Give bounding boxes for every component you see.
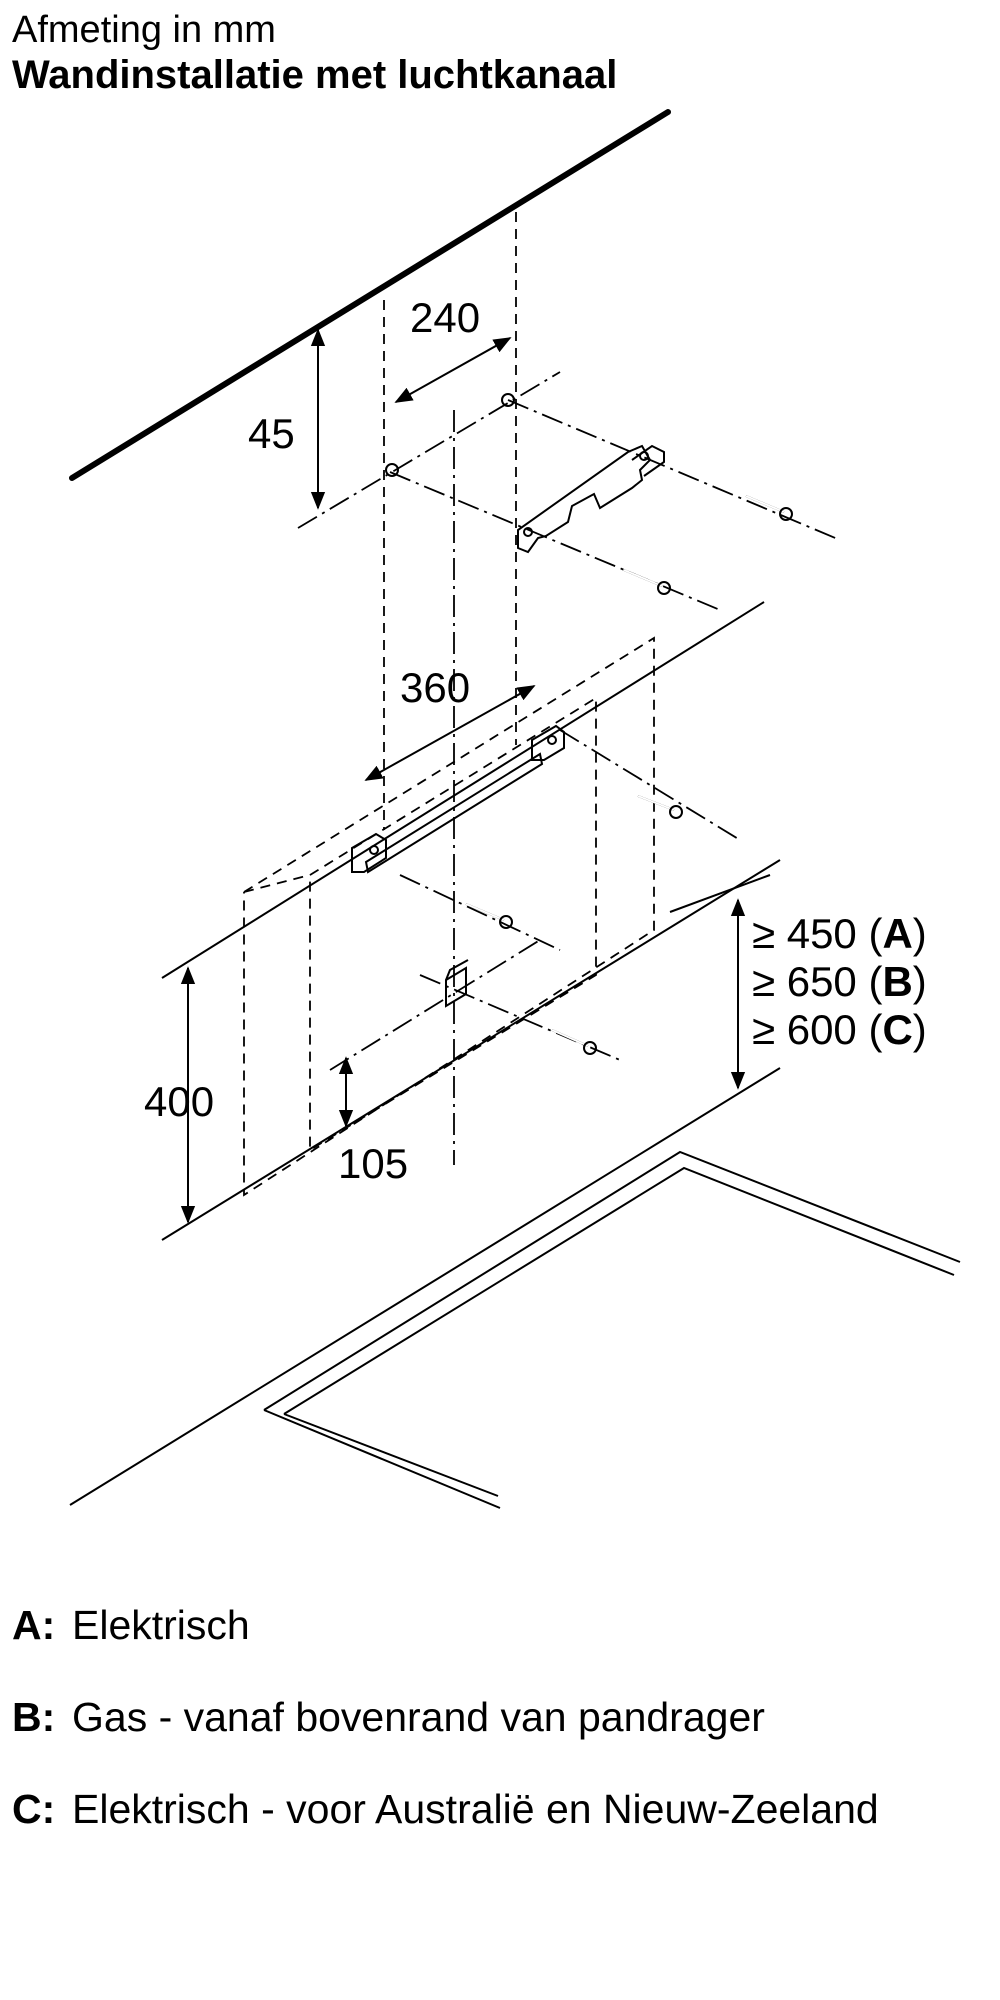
legend-letter: C:	[12, 1786, 56, 1832]
dimension-360-label: 360	[400, 664, 470, 711]
lower-axis-line	[419, 974, 621, 1061]
header: Afmeting in mm Wandinstallatie met lucht…	[12, 8, 617, 98]
upper-axis-line	[507, 399, 841, 541]
dimension-360-line	[364, 685, 536, 781]
legend-text: Elektrisch - voor Australië en Nieuw-Zee…	[72, 1786, 879, 1832]
lower-axis-line	[559, 729, 741, 841]
cooktop-outline	[283, 1166, 955, 1415]
ceiling-line	[69, 109, 671, 481]
upper-axis-line	[389, 471, 721, 611]
legend-text: Gas - vanaf bovenrand van pandrager	[72, 1694, 765, 1740]
installation-diagram: 45 240 360	[69, 109, 961, 1509]
bracket-hole	[523, 527, 533, 537]
page-title: Wandinstallatie met luchtkanaal	[12, 53, 618, 97]
clearance-b-label: ≥ 650 (B)	[752, 958, 927, 1005]
wall-bracket	[351, 724, 565, 874]
legend-item-c: C: Elektrisch - voor Australië en Nieuw-…	[12, 1784, 982, 1834]
units-note: Afmeting in mm	[12, 9, 276, 51]
reference-line	[669, 874, 771, 913]
drill-hole	[385, 463, 399, 477]
top-bracket	[517, 444, 652, 554]
reference-line	[161, 601, 765, 979]
legend-item-b: B: Gas - vanaf bovenrand van pandrager	[12, 1692, 982, 1742]
chimney-outline	[309, 696, 597, 1152]
safety-clip	[445, 959, 469, 1008]
bracket-hole	[639, 451, 649, 461]
chimney-outline	[243, 874, 311, 893]
screw	[551, 1029, 597, 1055]
legend-letter: B:	[12, 1694, 56, 1740]
dimension-45-label: 45	[248, 410, 295, 457]
lower-axis-line	[329, 939, 541, 1071]
dimension-105-label: 105	[338, 1140, 408, 1187]
dimension-400-label: 400	[144, 1078, 214, 1125]
clearance-a-label: ≥ 450 (A)	[752, 910, 927, 957]
cooktop-outline	[263, 1409, 501, 1509]
reference-line	[161, 859, 781, 1241]
dimension-240-line	[394, 337, 512, 403]
legend: A: Elektrisch B: Gas - vanaf bovenrand v…	[12, 1600, 982, 1876]
cooktop-outline	[263, 1150, 961, 1411]
legend-letter: A:	[12, 1602, 56, 1648]
clearance-c-label: ≥ 600 (C)	[752, 1006, 927, 1053]
upper-plane-line	[297, 371, 561, 529]
cooktop-outline	[283, 1413, 499, 1497]
top-bracket-tab	[631, 444, 665, 477]
legend-text: Elektrisch	[72, 1602, 250, 1648]
screw	[465, 903, 513, 929]
dimension-240-label: 240	[410, 294, 480, 341]
chimney-outline	[243, 636, 655, 1197]
countertop-edge	[69, 1067, 781, 1506]
screw	[637, 795, 683, 819]
legend-item-a: A: Elektrisch	[12, 1600, 982, 1650]
screw	[745, 495, 793, 521]
screw	[623, 569, 671, 595]
lower-axis-line	[399, 874, 561, 951]
